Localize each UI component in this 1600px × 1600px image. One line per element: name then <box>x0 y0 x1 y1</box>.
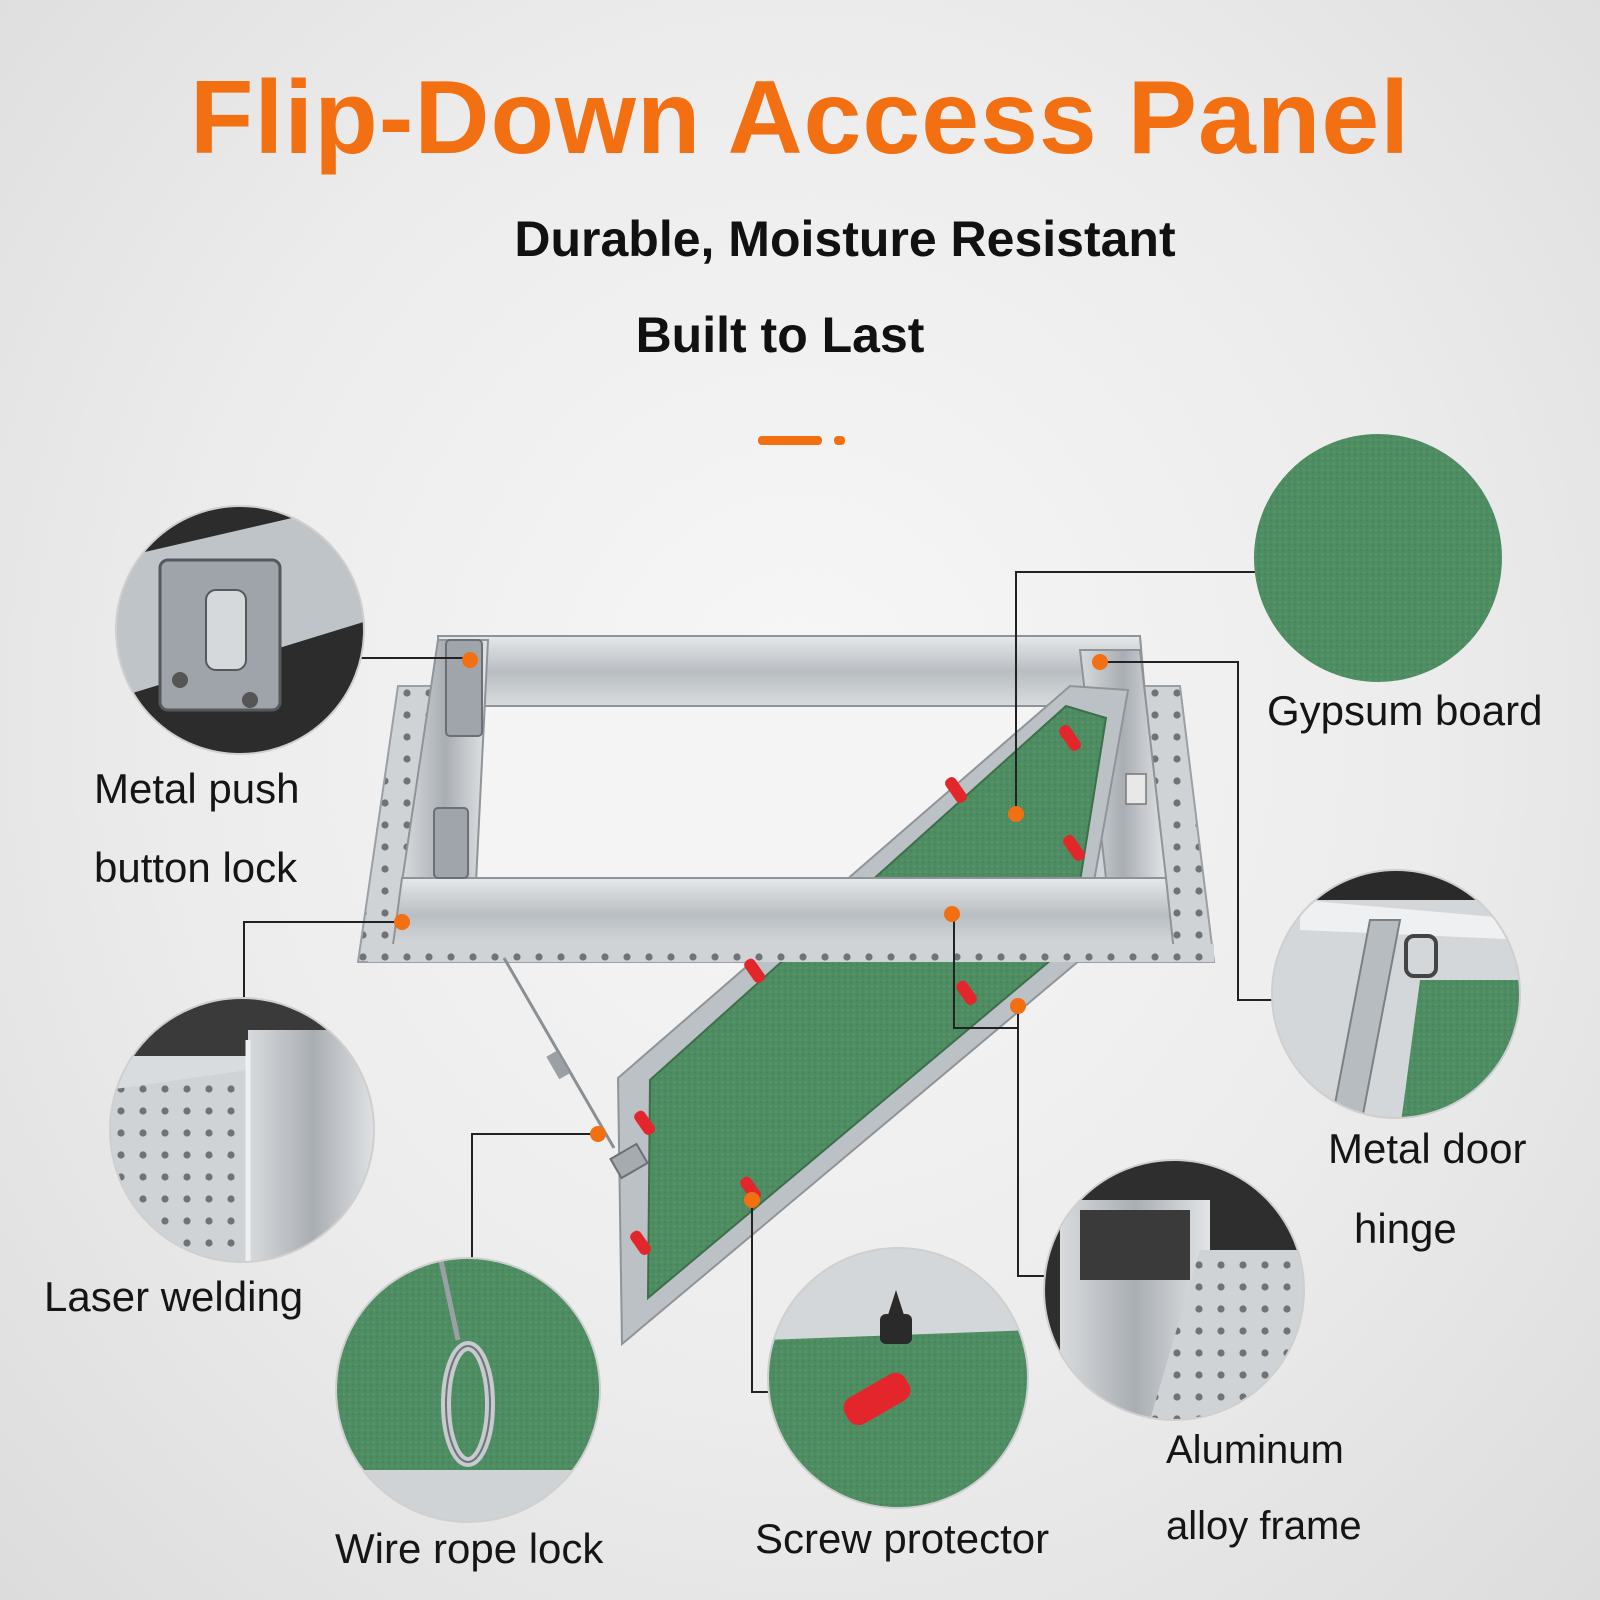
label-hinge-2: hinge <box>1354 1205 1457 1252</box>
lock-block-1 <box>445 639 483 737</box>
label-gypsum: Gypsum board <box>1267 687 1543 734</box>
accent-divider-long <box>758 436 822 445</box>
screw-detail-icon <box>768 1248 1028 1508</box>
frame-front-rail <box>390 877 1176 953</box>
label-wire-rope: Wire rope lock <box>335 1525 604 1572</box>
accent-divider-dot <box>834 436 845 445</box>
wire-rope-mount <box>609 1142 649 1180</box>
gypsum-detail-icon <box>1254 434 1502 682</box>
push-lock-detail-icon <box>116 506 364 754</box>
label-frame-1: Aluminum <box>1166 1428 1344 1472</box>
anchor-dots <box>394 652 1108 1208</box>
leader-lines <box>243 571 1284 1393</box>
label-frame-2: alloy frame <box>1166 1504 1362 1548</box>
label-push-lock-2: button lock <box>94 844 298 891</box>
wire-rope-detail-icon <box>336 1258 600 1522</box>
door-gypsum-board <box>646 704 1108 1301</box>
welding-detail-icon <box>110 998 374 1262</box>
wire-rope-clamp <box>546 1050 570 1080</box>
hinge-clip <box>1125 773 1147 805</box>
label-welding: Laser welding <box>44 1273 304 1320</box>
front-flange-holes <box>368 944 1214 962</box>
hinge-detail-icon <box>1272 870 1520 1118</box>
subtitle-durable: Durable, Moisture Resistant <box>514 211 1176 267</box>
page-title: Flip-Down Access Panel <box>189 60 1411 176</box>
subtitle-built: Built to Last <box>635 307 925 363</box>
label-screw: Screw protector <box>755 1515 1050 1562</box>
frame-detail-icon <box>1044 1160 1304 1420</box>
label-hinge-1: Metal door <box>1328 1125 1527 1172</box>
label-push-lock-1: Metal push <box>94 765 300 812</box>
lock-block-2 <box>433 807 469 879</box>
wire-rope <box>502 957 616 1149</box>
frame-back-rail <box>436 635 1148 707</box>
